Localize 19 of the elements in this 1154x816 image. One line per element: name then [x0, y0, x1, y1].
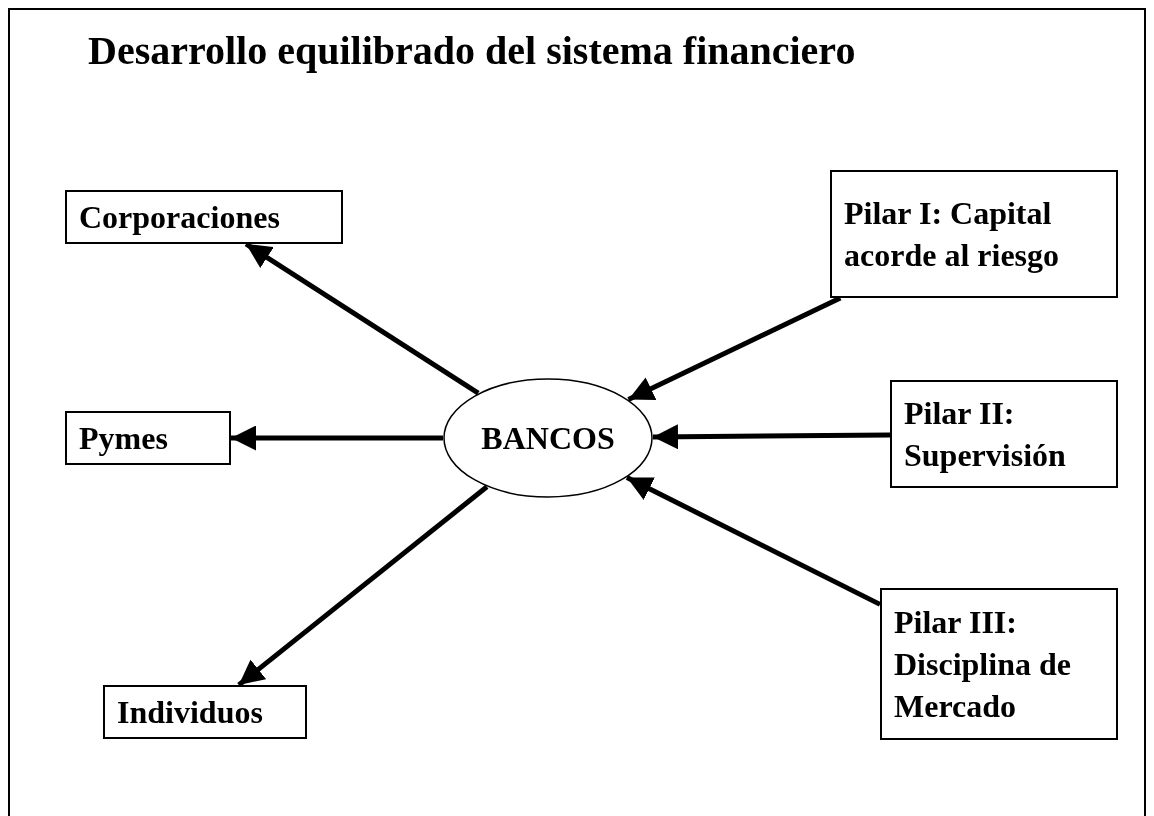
node-label: Pilar I: Capital acorde al riesgo	[844, 194, 1061, 275]
node-label: BANCOS	[481, 419, 615, 458]
node-label: Corporaciones	[79, 198, 280, 237]
diagram-title: Desarrollo equilibrado del sistema financiero	[88, 27, 856, 75]
text-box	[65, 190, 343, 244]
text-box	[65, 411, 231, 465]
text-box	[890, 380, 1118, 488]
ellipse-node	[443, 378, 653, 498]
text-box	[830, 170, 1118, 298]
arrow	[231, 425, 443, 451]
arrow	[625, 475, 882, 607]
arrow	[237, 484, 489, 687]
node-label: Pilar II: Supervisión	[904, 394, 1067, 475]
text-box	[103, 685, 307, 739]
arrow	[652, 424, 891, 450]
node-label: Pymes	[79, 419, 168, 458]
node-label: Individuos	[117, 693, 263, 732]
node-label: Pilar III: Disciplina de Mercado	[894, 603, 1072, 726]
text-box	[880, 588, 1118, 740]
